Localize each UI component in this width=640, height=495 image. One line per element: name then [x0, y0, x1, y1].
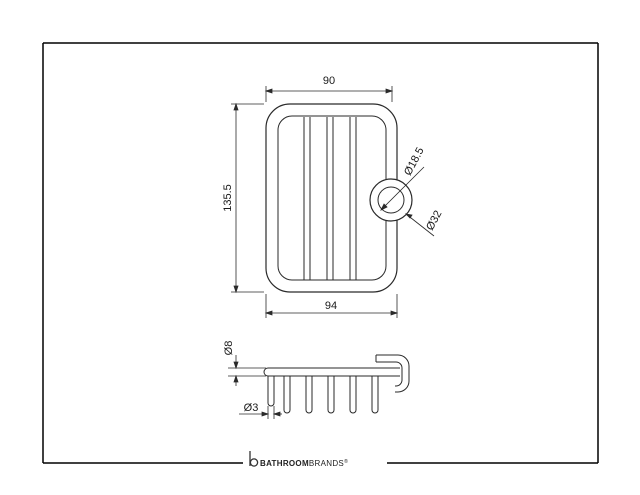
dim-height — [231, 102, 264, 294]
drawing-frame — [42, 42, 599, 464]
brand-registered-mark: ® — [344, 458, 348, 465]
leader-ring-outer — [404, 213, 435, 237]
brand-b-icon — [249, 451, 259, 467]
dim-top-width — [264, 86, 394, 102]
dim-pin-diameter — [239, 406, 282, 419]
dim-top-width-label: 90 — [323, 75, 335, 87]
brand-logo: BATHROOMBRANDS® — [249, 451, 348, 468]
dim-pin-diameter-label: Ø3 — [244, 402, 259, 414]
basket-top-view — [265, 103, 413, 293]
leader-ring-inner — [380, 166, 425, 211]
dim-height-label: 135.5 — [222, 184, 234, 212]
brand-name-regular: BRANDS — [309, 459, 344, 468]
basket-side-view — [263, 354, 410, 414]
dim-bottom-width — [264, 294, 399, 318]
brand-wordmark: BATHROOMBRANDS® — [260, 458, 348, 468]
basket-bars — [303, 117, 357, 280]
dim-side-thickness-label: Ø8 — [223, 341, 235, 356]
dim-ring-outer-label: Ø32 — [424, 209, 444, 233]
dim-bottom-width-label: 94 — [325, 300, 337, 312]
dim-ring-inner-label: Ø18.5 — [402, 146, 427, 178]
brand-name-bold: BATHROOM — [260, 459, 309, 468]
basket-pins — [267, 376, 379, 414]
dim-side-thickness — [228, 355, 266, 386]
